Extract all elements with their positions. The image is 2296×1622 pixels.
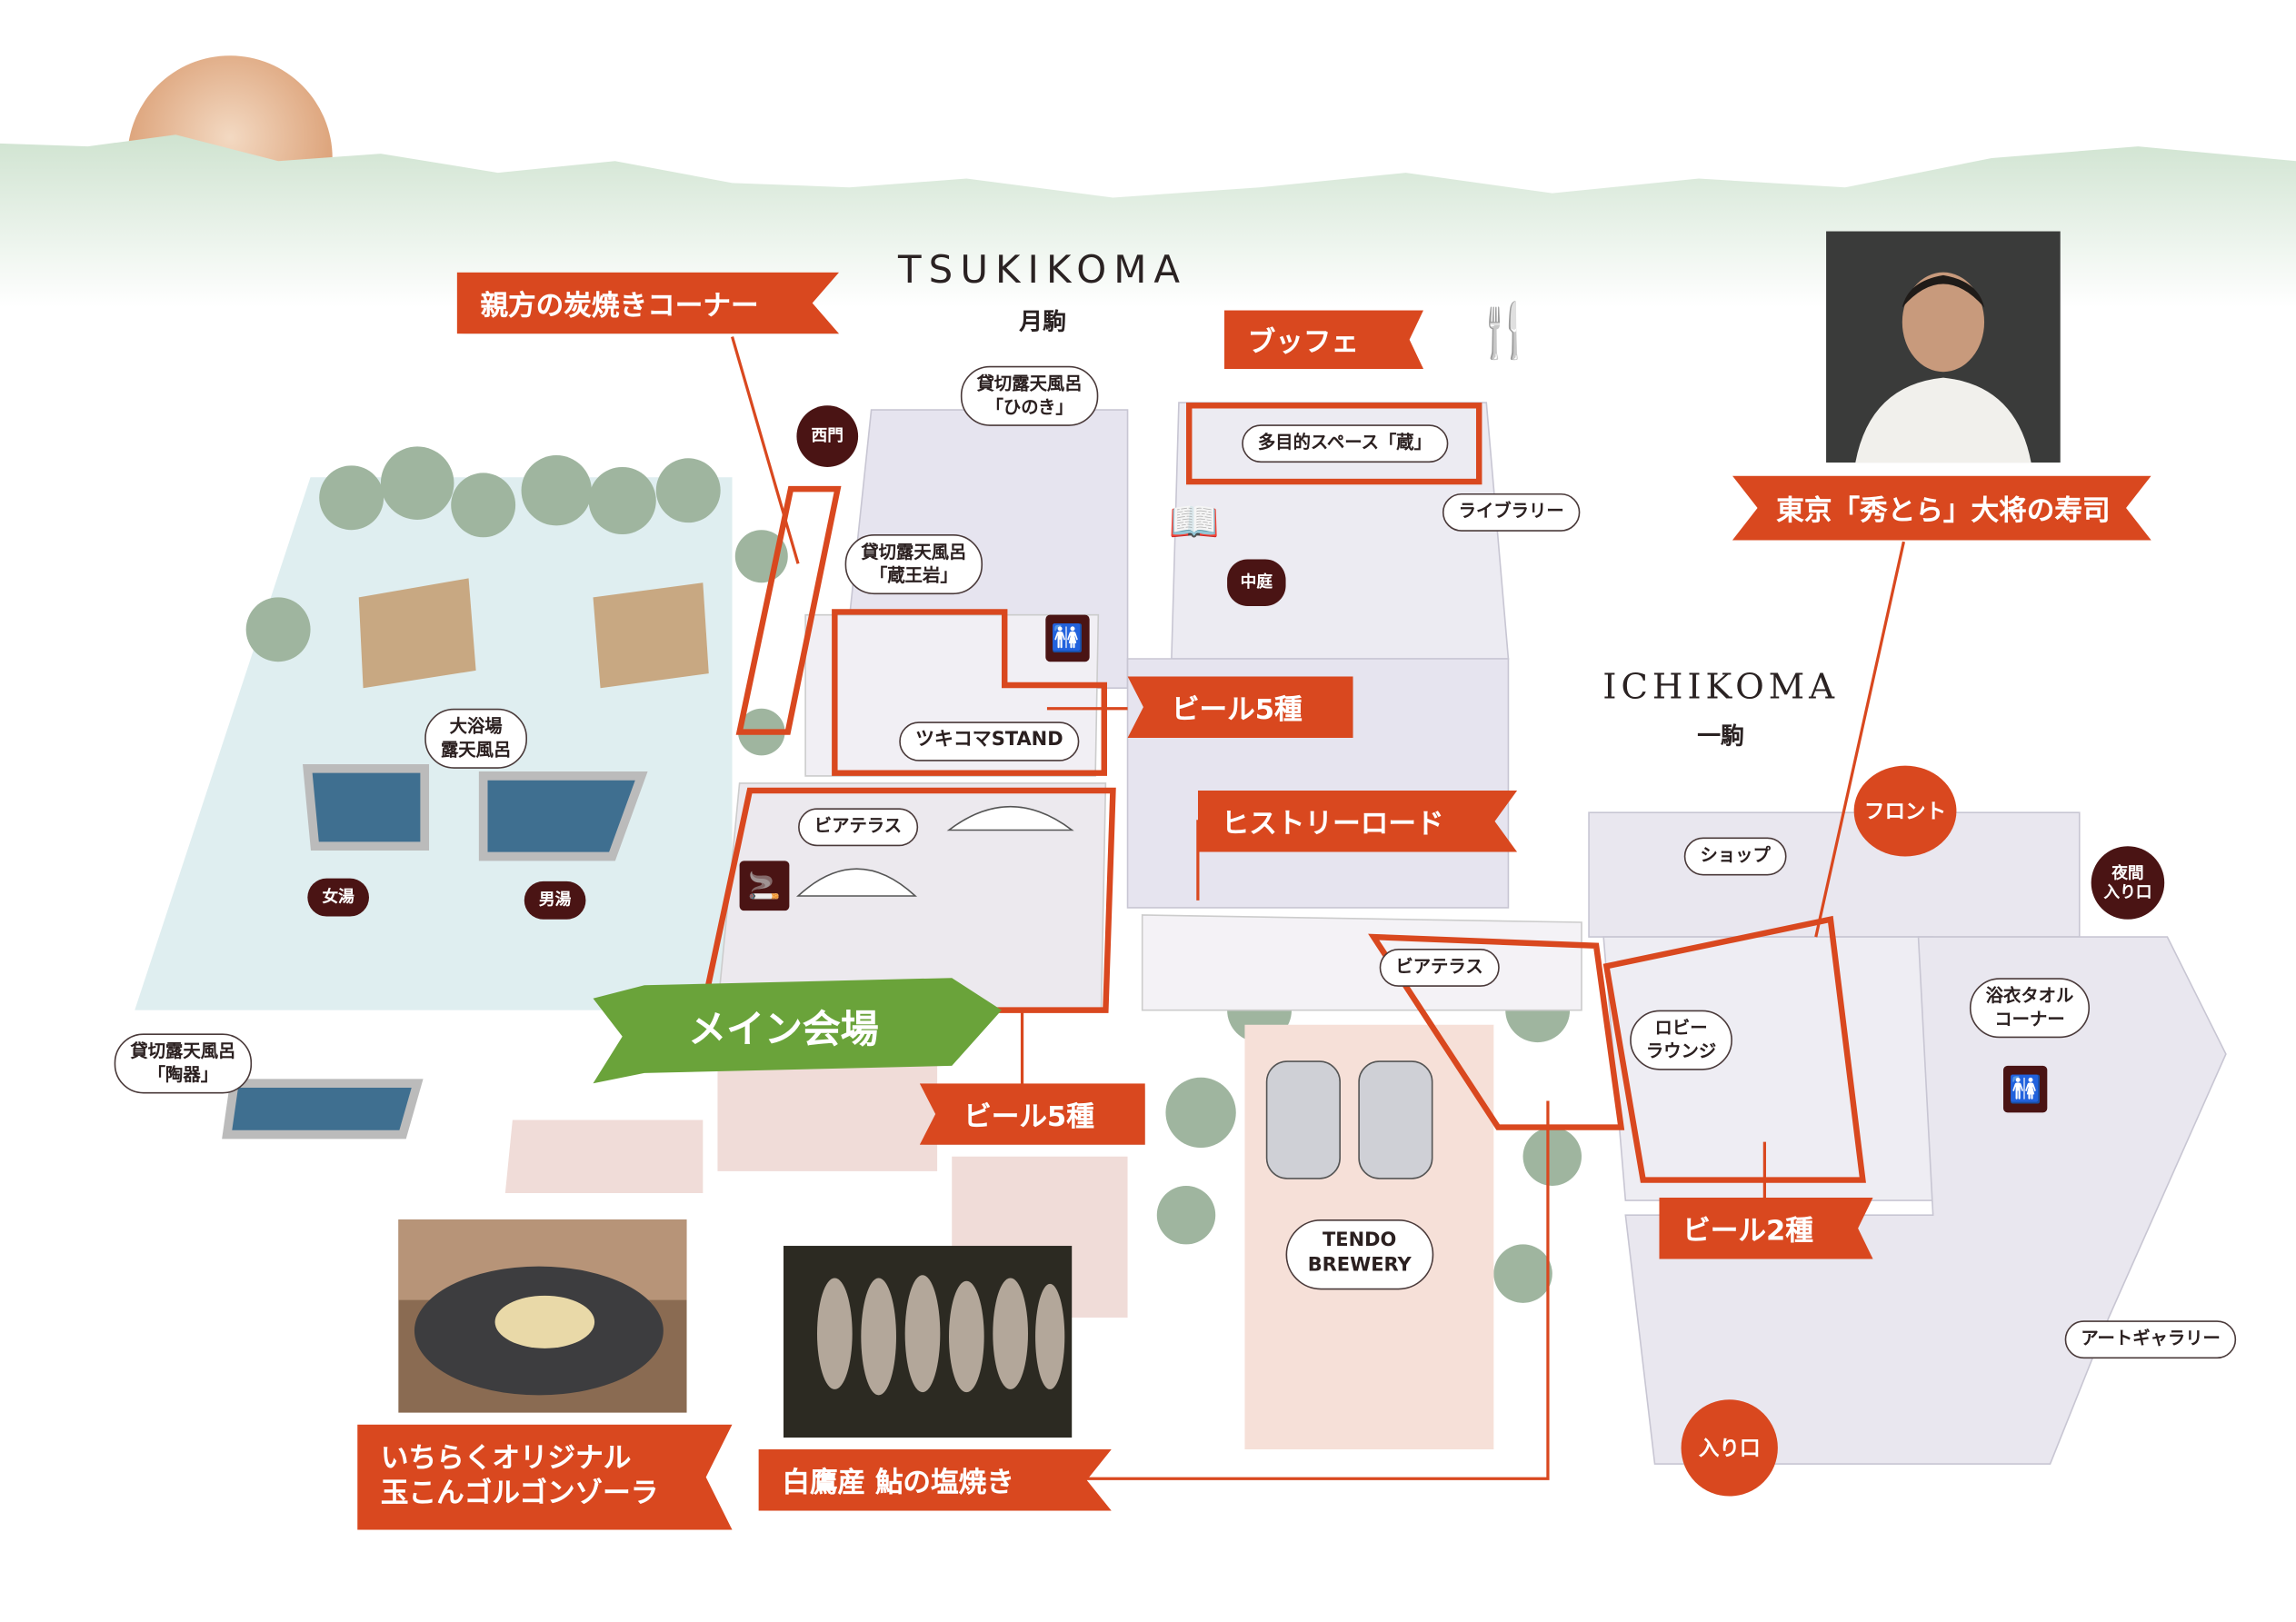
pin-yukata: 浴衣タオル コーナー [1969, 978, 2091, 1039]
marker-courtyard: 中庭 [1227, 559, 1286, 606]
pin-hinoki-line1: 貸切露天風呂 [976, 373, 1083, 394]
pin-toki-line2: 「陶器」 [147, 1063, 219, 1085]
marker-night-entrance-line1: 夜間 [2111, 863, 2144, 883]
banner-oyakata: 親方の炭焼きコーナー [456, 272, 840, 334]
pin-yukata-line2: コーナー [1994, 1008, 2065, 1029]
banner-ichiraku-line1: いちらくオリジナル [380, 1442, 632, 1475]
marker-men-bath: 男湯 [524, 881, 586, 920]
pin-toki-line1: 貸切露天風呂 [130, 1040, 236, 1062]
pin-kura: 多目的スペース「蔵」 [1242, 424, 1448, 463]
pin-library: ライブラリー [1442, 493, 1581, 532]
marker-night-entrance: 夜間 入り口 [2091, 846, 2165, 920]
pin-brewery: TENDO BREWERY [1285, 1219, 1433, 1290]
smoking-icon: 🚬 [739, 861, 790, 911]
marker-west-gate: 西門 [796, 405, 859, 467]
ichikoma-title: ICHIKOMA 一駒 [1582, 666, 1860, 751]
banner-beer2: ビール2種 [1659, 1197, 1873, 1259]
marker-night-entrance-line2: 入り口 [2103, 882, 2152, 902]
brewery-tanks [1265, 1060, 1433, 1179]
ichikoma-jp: 一駒 [1697, 721, 1744, 750]
pin-tsukikoma-stand: ツキコマSTAND [899, 721, 1080, 761]
pin-lobby-line1: ロビー [1654, 1017, 1708, 1039]
photo-ayu [783, 1246, 1073, 1438]
banner-ichiraku-line2: 玉こんゴルゴンゾーラ [380, 1477, 659, 1510]
pin-brewery-line2: BREWERY [1307, 1254, 1412, 1277]
pin-daiyokujo-line1: 大浴場 [449, 715, 503, 737]
marker-entrance: 入り口 [1681, 1399, 1778, 1497]
pin-zaoiwa-line2: 「蔵王岩」 [869, 564, 958, 585]
pin-hinoki: 貸切露天風呂 「ひのき」 [960, 365, 1099, 427]
marker-front: フロント [1853, 765, 1957, 857]
pin-art-gallery: アートギャラリー [2064, 1320, 2237, 1358]
main-venue-ribbon [593, 978, 1002, 1084]
toilet-icon: 🚻 [1045, 614, 1090, 662]
toilet-icon: 🚻 [2002, 1065, 2048, 1113]
pin-zaoiwa: 貸切露天風呂 「蔵王岩」 [844, 534, 983, 595]
tsukikoma-jp: 月駒 [1019, 307, 1066, 335]
banner-history-road: ヒストリーロード [1197, 790, 1518, 852]
banner-buffet: ブッフェ [1223, 310, 1423, 369]
ichikoma-en: ICHIKOMA [1602, 666, 1839, 708]
tsukikoma-en: TSUKIKOMA [898, 248, 1188, 294]
photo-chef [1826, 231, 2061, 463]
book-icon: 📖 [1168, 497, 1220, 546]
pin-shop: ショップ [1683, 837, 1787, 875]
pin-lobby: ロビー ラウンジ [1630, 1010, 1732, 1071]
pin-toki: 貸切露天風呂 「陶器」 [114, 1033, 253, 1094]
event-outlines [699, 403, 1866, 1183]
pin-daiyokujo-line2: 露天風呂 [440, 738, 512, 760]
banner-beer5-bottom: ビール5種 [919, 1083, 1145, 1145]
fork-knife-icon: 🍴 [1472, 301, 1538, 362]
banner-beer5-top: ビール5種 [1127, 676, 1353, 738]
leader-lines [731, 336, 1906, 1480]
pin-brewery-line1: TENDO [1323, 1229, 1397, 1252]
pin-beer-terrace-2: ビアテラス [1379, 948, 1500, 987]
banner-tokyo-sushi: 東京「秀とら」大将の寿司 [1732, 475, 2151, 541]
photo-gorgonzola [398, 1219, 687, 1413]
pin-yukata-line1: 浴衣タオル [1985, 985, 2074, 1006]
tsukikoma-title: TSUKIKOMA 月駒 [896, 249, 1189, 337]
mountains [0, 134, 2296, 308]
pin-beer-terrace-1: ビアテラス [798, 808, 918, 846]
pin-daiyokujo: 大浴場 露天風呂 [424, 708, 528, 770]
main-venue-label: メイン会場 [688, 1009, 879, 1053]
pin-hinoki-line2: 「ひのき」 [985, 395, 1073, 417]
pin-zaoiwa-line1: 貸切露天風呂 [861, 542, 967, 562]
banner-ichiraku: いちらくオリジナル 玉こんゴルゴンゾーラ [357, 1424, 733, 1530]
umbrellas [795, 806, 1074, 897]
pin-lobby-line2: ラウンジ [1645, 1040, 1717, 1061]
banner-ayu: 白鷹産 鮎の塩焼き [758, 1448, 1112, 1511]
trees [245, 446, 1582, 1303]
marker-women-bath: 女湯 [307, 878, 369, 917]
